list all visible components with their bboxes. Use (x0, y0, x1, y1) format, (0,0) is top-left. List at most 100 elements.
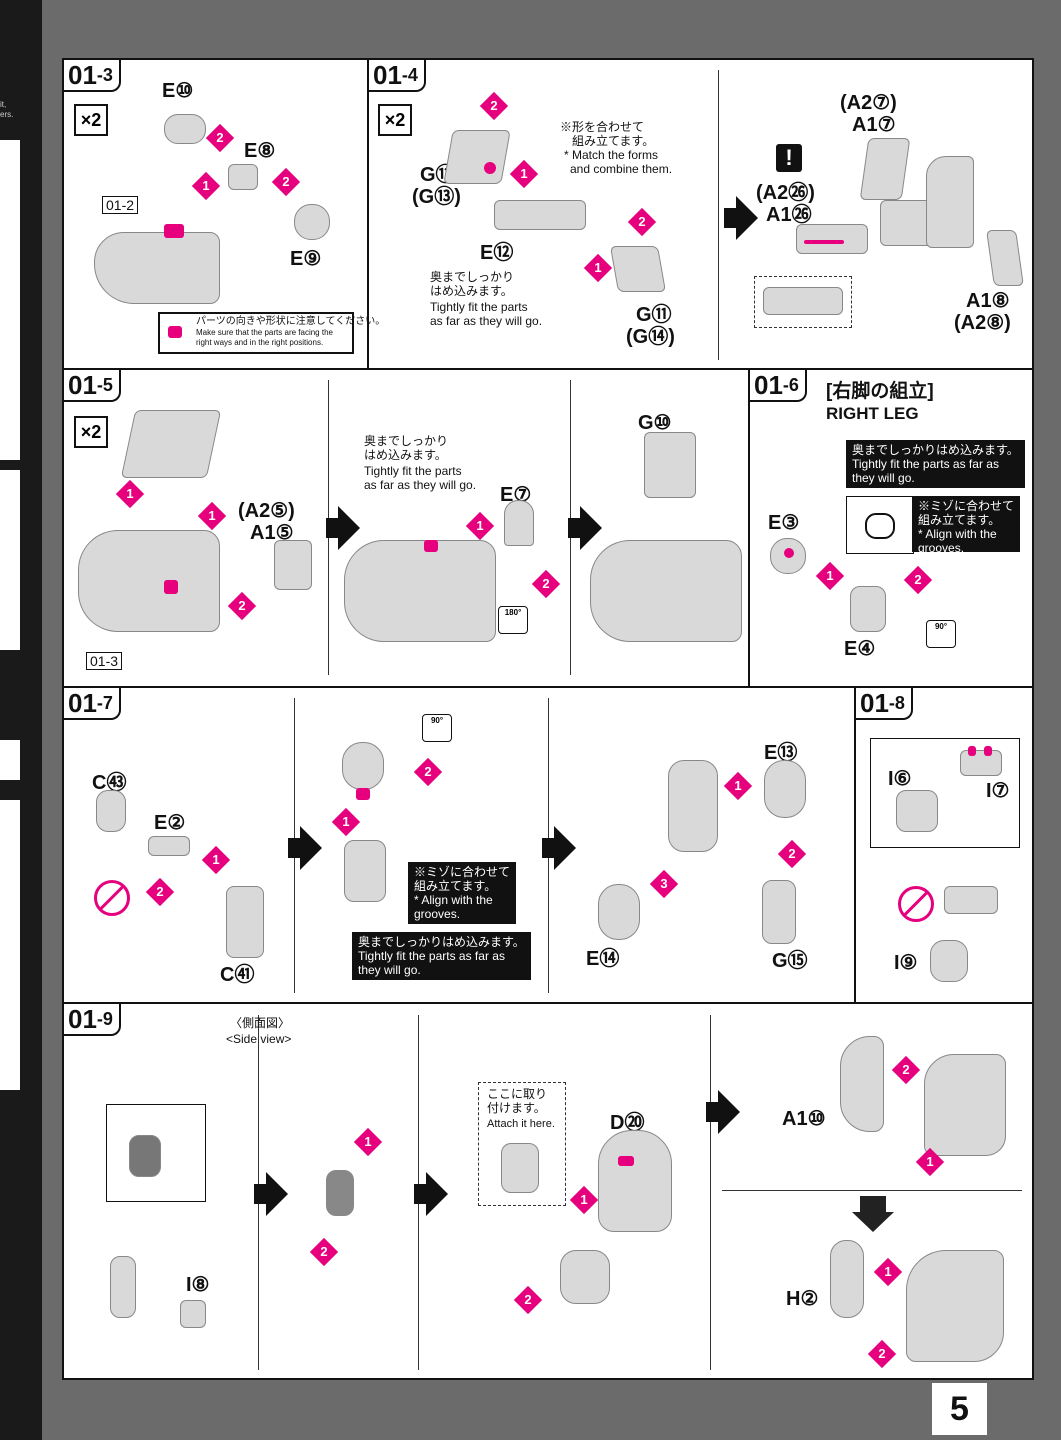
groove-detail-box (846, 496, 914, 554)
connector-highlight (618, 1156, 634, 1166)
note-en: Tightly fit the parts (364, 464, 462, 478)
part-label: (A2⑧) (954, 312, 1011, 334)
part-i9 (930, 940, 968, 982)
part-label: E⑬ (764, 742, 798, 764)
step-label-01-6: 01-6 (750, 370, 807, 402)
note-ja: 組み立てます。 (572, 134, 655, 148)
notice-en-1: Make sure that the parts are facing the (196, 328, 333, 337)
col-divider (854, 686, 856, 1002)
part-a1-10 (840, 1036, 884, 1132)
step-marker-1: 1 (915, 1147, 945, 1177)
part-label: E② (154, 812, 186, 834)
part-label: A1⑦ (852, 114, 896, 136)
instruction-note: ※ミゾに合わせて 組み立てます。 * Align with the groove… (408, 862, 517, 924)
part-label: G⑮ (772, 950, 808, 972)
col-divider (748, 368, 750, 686)
quantity-badge: ×2 (74, 416, 108, 448)
left-edge-strip (0, 800, 20, 1090)
reference-step: 01-2 (102, 196, 139, 214)
step-label-01-4: 01-4 (369, 60, 426, 92)
part-i8 (180, 1300, 206, 1328)
warning-icon: ! (776, 144, 802, 172)
sub-divider (710, 1015, 711, 1370)
note-en: * Match the forms (564, 148, 659, 162)
detail-box (106, 1104, 206, 1202)
step-marker-1: 1 (465, 511, 495, 541)
instruction-note: 奥までしっかりはめ込みます。 Tightly fit the parts as … (846, 440, 1025, 488)
note-ja: はめ込みます。 (364, 448, 447, 462)
step-marker-1: 1 (723, 771, 753, 801)
part-d20 (598, 1130, 672, 1232)
next-arrow (254, 1172, 288, 1216)
instruction-note: 奥までしっかりはめ込みます。 Tightly fit the parts as … (352, 932, 531, 980)
row-divider (64, 686, 1032, 688)
part-e14 (598, 884, 640, 940)
part-label: E③ (768, 512, 800, 534)
row-divider (64, 368, 1032, 370)
step-marker-1: 1 (331, 807, 361, 837)
knee-assembly (906, 1250, 1004, 1362)
step-marker-1: 1 (873, 1257, 903, 1287)
connector-highlight (164, 224, 184, 238)
part-e9 (294, 204, 330, 240)
row-divider (64, 1002, 1032, 1004)
step-marker-2: 2 (479, 91, 509, 121)
next-arrow (326, 506, 360, 550)
part-label: (A2⑤) (238, 500, 295, 522)
connector-highlight (968, 746, 976, 756)
part-label: H② (786, 1288, 819, 1310)
next-arrow (724, 196, 758, 240)
foot-part (590, 540, 742, 642)
section-title-ja: [右脚の組立] (826, 381, 934, 402)
step-marker-2: 2 (513, 1285, 543, 1315)
attach-note-ja: ここに取り (487, 1087, 548, 1101)
part-g12 (443, 130, 511, 184)
part-c41 (226, 886, 264, 958)
no-cut-icon (94, 880, 130, 916)
step-label-01-3: 01-3 (64, 60, 121, 92)
part-knee-rotated (326, 1170, 354, 1216)
step-marker-1: 1 (353, 1127, 383, 1157)
next-arrow (706, 1090, 740, 1134)
part-label: E⑧ (244, 140, 276, 162)
connector-highlight (164, 580, 178, 594)
knee-armor (924, 1054, 1006, 1156)
step-marker-2: 2 (205, 123, 235, 153)
rotate-90-icon: 90° (926, 620, 956, 648)
foot-part (344, 540, 496, 642)
side-view-ja: 〈側面図〉 (230, 1016, 291, 1030)
left-edge-strip (0, 140, 20, 460)
part-label: E⑭ (586, 948, 620, 970)
down-arrow-icon (852, 1212, 894, 1232)
knee-assembly (560, 1250, 610, 1304)
left-page-edge: it, ers. (0, 0, 42, 1440)
part-label: C㊸ (92, 772, 127, 794)
part-label: (A2㉖) (756, 182, 815, 204)
connector-highlight (804, 240, 844, 244)
part-label: I⑨ (894, 952, 918, 974)
down-arrow-stem (860, 1196, 886, 1212)
connector-highlight (424, 540, 438, 552)
groove-icon (865, 513, 895, 539)
part-label: I⑦ (986, 780, 1010, 802)
step-marker-2: 2 (413, 757, 443, 787)
part-g15 (762, 880, 796, 944)
part-label: A1⑩ (782, 1108, 826, 1130)
part-label: A1⑤ (250, 522, 294, 544)
notice-en-2: right ways and in the right positions. (196, 338, 324, 347)
part-a1-7 (859, 138, 911, 200)
part-label: D⑳ (610, 1112, 645, 1134)
section-title-en: RIGHT LEG (826, 404, 919, 423)
attach-detail-box: ここに取り 付けます。 Attach it here. (478, 1082, 566, 1206)
note-ja: はめ込みます。 (430, 284, 513, 298)
connector-highlight (984, 746, 992, 756)
leg-part (668, 760, 718, 852)
step-marker-2: 2 (271, 167, 301, 197)
step-marker-1: 1 (115, 479, 145, 509)
part-g11 (609, 246, 667, 292)
part-armor (120, 410, 222, 478)
next-arrow (542, 826, 576, 870)
part-lower (344, 840, 386, 902)
rotate-180-icon: 180° (498, 606, 528, 634)
foot-part (78, 530, 220, 632)
